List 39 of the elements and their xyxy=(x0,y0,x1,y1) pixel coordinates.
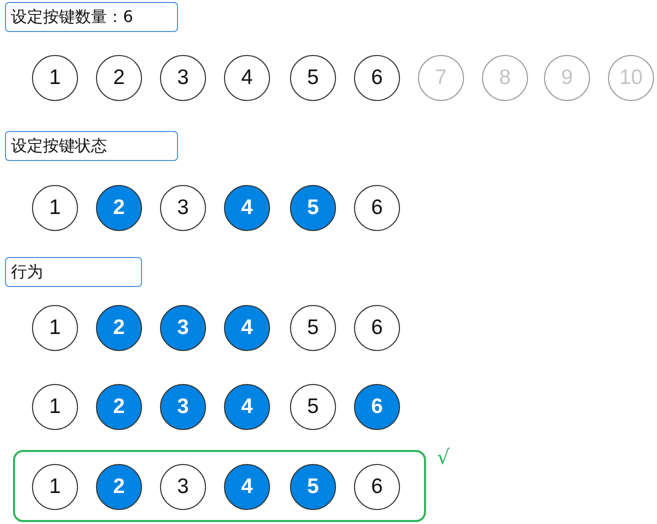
disabled-number-circle: 8 xyxy=(482,55,528,101)
number-circle: 6 xyxy=(354,185,400,231)
selected-number-circle: 2 xyxy=(96,305,142,351)
number-circle: 5 xyxy=(290,305,336,351)
disabled-number-circle: 10 xyxy=(608,55,654,101)
number-circle: 6 xyxy=(354,464,400,510)
selected-number-circle: 2 xyxy=(96,185,142,231)
number-circle: 6 xyxy=(354,305,400,351)
number-circle: 1 xyxy=(32,464,78,510)
check-mark: √ xyxy=(437,446,450,468)
disabled-number-circle: 7 xyxy=(418,55,464,101)
selected-number-circle: 4 xyxy=(224,384,270,430)
selected-number-circle: 3 xyxy=(160,305,206,351)
input-field: 设定按键数量：6 xyxy=(5,2,178,32)
disabled-number-circle: 9 xyxy=(544,55,590,101)
number-circle: 2 xyxy=(96,55,142,101)
number-circle: 4 xyxy=(224,55,270,101)
selected-number-circle: 5 xyxy=(290,185,336,231)
number-circle: 1 xyxy=(32,185,78,231)
selected-number-circle: 3 xyxy=(160,384,206,430)
input-field: 设定按键状态 xyxy=(5,131,178,161)
input-field: 行为 xyxy=(5,257,142,287)
number-circle: 5 xyxy=(290,384,336,430)
selected-number-circle: 2 xyxy=(96,384,142,430)
selected-number-circle: 4 xyxy=(224,305,270,351)
selected-number-circle: 4 xyxy=(224,185,270,231)
number-circle: 1 xyxy=(32,55,78,101)
selected-number-circle: 2 xyxy=(96,464,142,510)
number-circle: 1 xyxy=(32,305,78,351)
number-circle: 1 xyxy=(32,384,78,430)
number-circle: 3 xyxy=(160,464,206,510)
highlight-frame xyxy=(13,450,426,522)
number-circle: 6 xyxy=(354,55,400,101)
number-circle: 3 xyxy=(160,55,206,101)
number-circle: 3 xyxy=(160,185,206,231)
selected-number-circle: 5 xyxy=(290,464,336,510)
number-circle: 5 xyxy=(290,55,336,101)
selected-number-circle: 6 xyxy=(354,384,400,430)
selected-number-circle: 4 xyxy=(224,464,270,510)
